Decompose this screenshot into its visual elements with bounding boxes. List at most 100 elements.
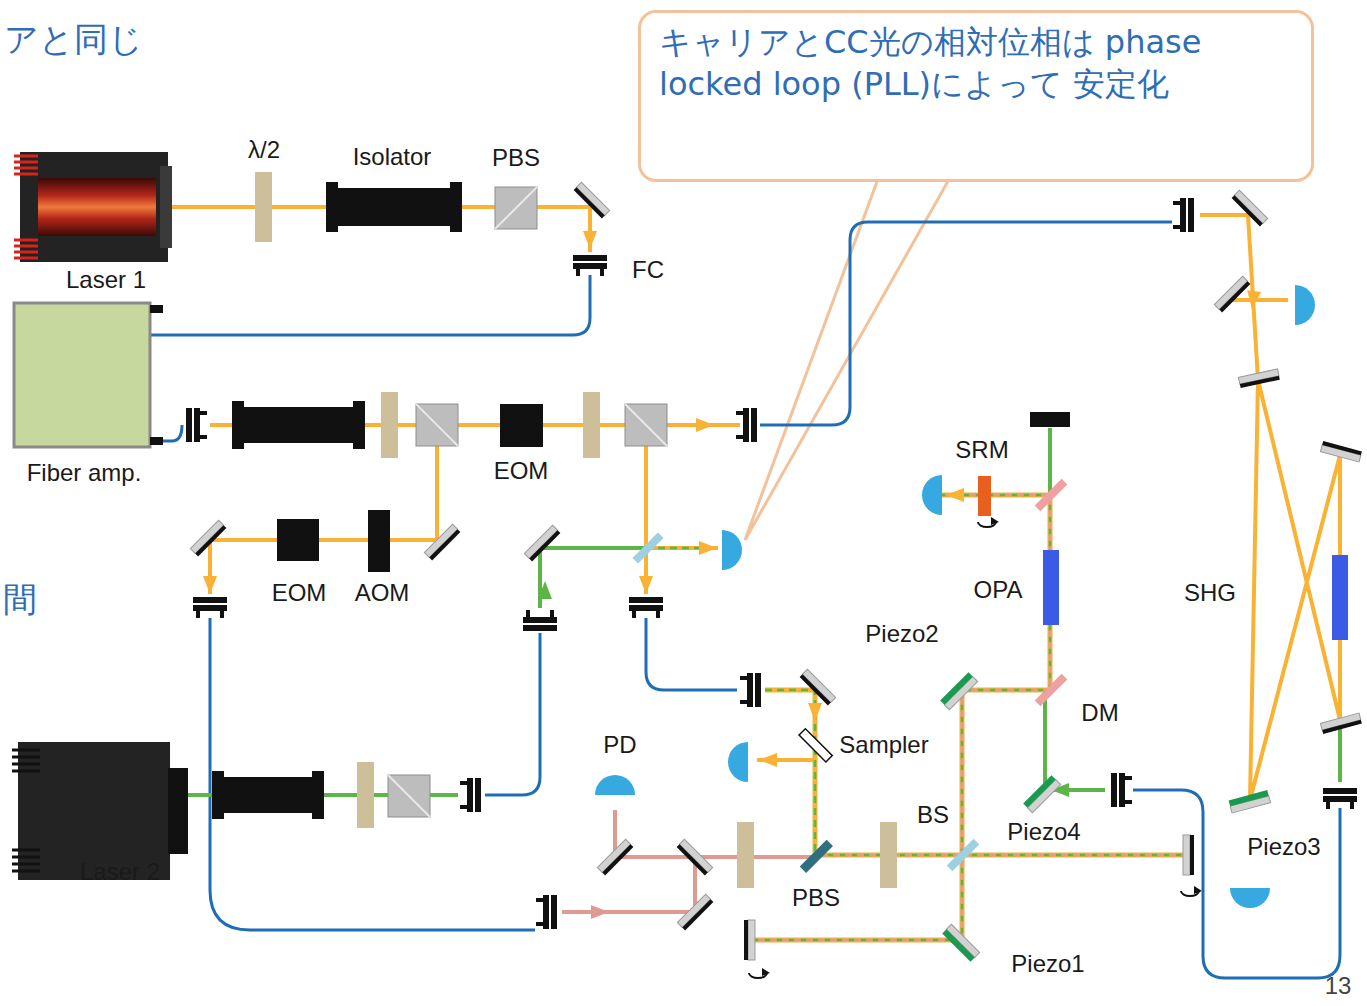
- green-beam: [188, 428, 1340, 940]
- part-label: Piezo2: [865, 620, 938, 648]
- half-wave-plate: [880, 822, 897, 888]
- laser-beam: [172, 207, 1340, 940]
- mirror: [744, 920, 755, 960]
- callout-box: キャリアとCC光の相対位相は phase locked loop (PLL)によ…: [638, 10, 1314, 182]
- arrowhead: [696, 418, 714, 432]
- part-label: DM: [1081, 699, 1118, 727]
- part-label: BS: [917, 801, 949, 829]
- fiber: [485, 633, 540, 795]
- cube: [495, 187, 537, 229]
- half-wave-plate: [381, 392, 398, 458]
- cube: [625, 404, 667, 446]
- shg-crystal: [1332, 555, 1348, 640]
- mirror: [424, 524, 460, 560]
- fiber-coupler: [460, 778, 481, 812]
- callout-leader: [745, 160, 960, 540]
- fiber-coupler: [1323, 788, 1357, 809]
- mirror: [190, 520, 226, 556]
- part-label: Piezo3: [1247, 833, 1320, 861]
- isolator-end: [312, 771, 324, 819]
- isolator-body: [222, 777, 314, 813]
- pbs-cube: [416, 404, 458, 446]
- cube-diagonal: [625, 404, 667, 446]
- beam-splitter: [632, 532, 663, 563]
- piezo-mirror: [940, 672, 977, 709]
- mirror: [677, 839, 713, 875]
- part-label: SRM: [955, 436, 1008, 464]
- aom: [368, 510, 390, 572]
- beam: [615, 810, 815, 857]
- fiber: [150, 275, 590, 335]
- part-label: Fiber amp.: [27, 459, 142, 487]
- beam: [1232, 298, 1288, 302]
- eom: [500, 404, 543, 447]
- beam: [765, 690, 1183, 855]
- arrowhead: [538, 581, 552, 599]
- laser-fins: [14, 156, 38, 258]
- mirror: [574, 182, 610, 218]
- isolator-body: [242, 407, 355, 443]
- part-label: Laser 2: [80, 858, 160, 886]
- isolator: [326, 182, 462, 232]
- fiber-coupler: [736, 408, 757, 442]
- cube-diagonal: [416, 404, 458, 446]
- part-label: Sampler: [839, 731, 928, 759]
- mirror: [1214, 276, 1250, 312]
- laser-1: [14, 152, 172, 262]
- fiber-coupler: [573, 255, 607, 276]
- part-label: Laser 1: [66, 266, 146, 294]
- part-label: AOM: [355, 579, 410, 607]
- fiber-amplifier: [14, 303, 163, 447]
- arrowhead: [639, 576, 653, 594]
- note-text: 間: [3, 580, 37, 619]
- beam-dump: [1030, 412, 1070, 427]
- photodetector: [922, 475, 942, 515]
- beam: [752, 855, 962, 940]
- opa-crystal: [1043, 550, 1059, 625]
- laser-fins: [12, 750, 40, 871]
- amp-port: [150, 305, 163, 313]
- arrowhead: [1245, 290, 1261, 310]
- mirror: [677, 894, 713, 930]
- fiber-coupler: [1173, 198, 1194, 232]
- cube: [416, 404, 458, 446]
- photodetector: [722, 530, 742, 570]
- half-wave-plate: [255, 172, 272, 242]
- arrowhead: [808, 703, 822, 721]
- beam: [752, 855, 962, 940]
- photodetector: [1230, 888, 1270, 908]
- part-label: EOM: [272, 579, 327, 607]
- part-label: λ/2: [248, 136, 280, 164]
- sampler: [799, 729, 832, 762]
- part-label: PBS: [792, 884, 840, 912]
- piezo-mirror: [1023, 775, 1060, 812]
- arrowhead: [203, 576, 217, 594]
- pbs-cube: [495, 187, 537, 229]
- arrowhead: [583, 231, 597, 249]
- eom: [277, 519, 319, 561]
- laser-front: [160, 166, 172, 248]
- isolator-end: [326, 182, 338, 232]
- fiber: [1133, 790, 1340, 978]
- photodetector: [1295, 285, 1315, 325]
- beam: [210, 446, 437, 594]
- beam: [644, 446, 648, 594]
- beam-splitter: [947, 839, 980, 872]
- part-label: Isolator: [353, 143, 432, 171]
- rotation-mark: [749, 968, 770, 978]
- mirror: [1183, 835, 1194, 875]
- part-label: 13: [1325, 972, 1352, 1000]
- callout-text: キャリアとCC光の相対位相は phase locked loop (PLL)によ…: [659, 21, 1293, 105]
- fiber-coupler: [523, 610, 557, 631]
- part-label: FC: [632, 256, 664, 284]
- arrowhead: [591, 905, 609, 919]
- laser-front: [168, 768, 188, 854]
- fiber-coupler: [1111, 773, 1132, 807]
- isolator-end: [450, 182, 462, 232]
- cube-diagonal: [495, 187, 537, 229]
- pump-beam: [1048, 428, 1052, 495]
- photodetector: [595, 775, 635, 795]
- beam: [562, 857, 695, 912]
- fiber: [210, 618, 535, 930]
- cube-diagonal: [388, 775, 430, 817]
